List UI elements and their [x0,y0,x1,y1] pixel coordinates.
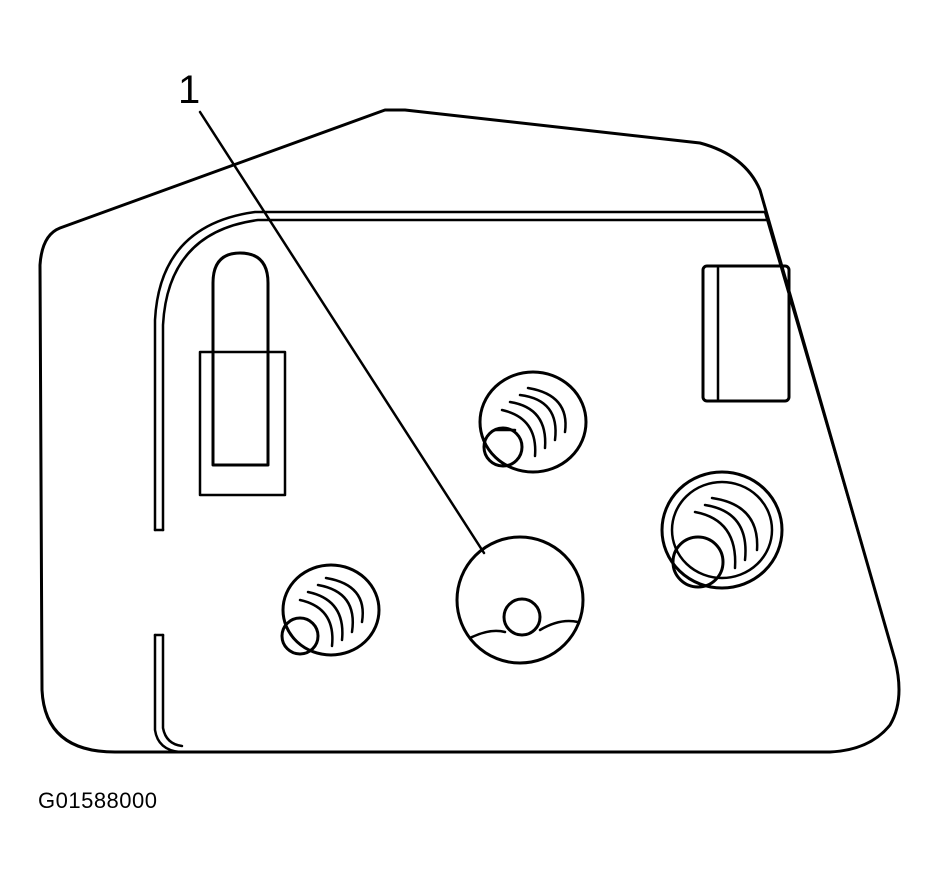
threaded-stud-lower-left [280,563,381,657]
circled-component [455,535,585,665]
callout-leader-line [198,110,486,555]
inner-panel-outline-inner [161,218,770,532]
threaded-stud-upper [478,370,588,474]
inner-panel-lower [153,633,182,754]
callout-label: 1 [178,68,201,112]
figure-id: G01588000 [38,788,158,813]
blade-terminal [198,251,287,497]
inner-panel-outline [153,210,767,532]
square-terminal [701,264,791,403]
inner-panel-right-edge [763,210,864,547]
threaded-stud-right [660,470,784,590]
inner-panel-lower-inner [161,633,184,748]
housing-outline [38,108,901,754]
